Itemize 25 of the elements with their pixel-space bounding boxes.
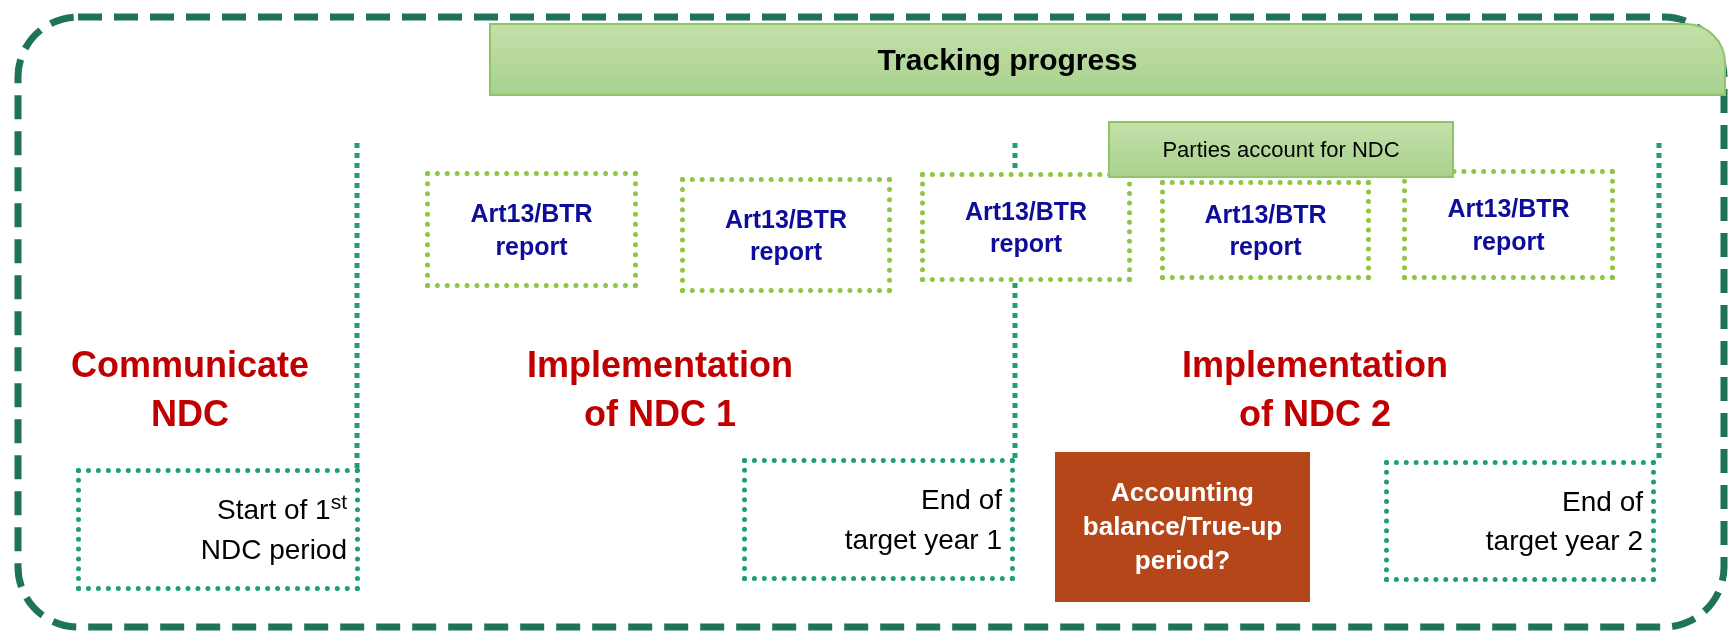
- milestone-label: End of target year 1: [843, 483, 1002, 557]
- milestone-label: End of target year 2: [1484, 484, 1643, 558]
- milestone-label: Start of 1$^{st}$ NDC period: [199, 490, 347, 567]
- phase-title: Implementation of NDC 2: [1181, 343, 1449, 436]
- report-box: [1160, 180, 1371, 280]
- report-box: [1402, 169, 1615, 280]
- report-label: Art13/BTR report: [1203, 198, 1328, 262]
- banner-title: Tracking progress: [877, 42, 1138, 78]
- milestone-box: [1384, 460, 1656, 582]
- report-label: Art13/BTR report: [963, 195, 1089, 259]
- accounting-label: Accounting balance/True-up period?: [1082, 476, 1283, 577]
- report-label: Art13/BTR report: [469, 198, 594, 262]
- report-label: Art13/BTR report: [723, 203, 849, 267]
- report-box: [425, 171, 638, 288]
- banner-label: Parties account for NDC: [1162, 136, 1400, 164]
- accounting-box: [1055, 452, 1310, 602]
- milestone-box: [76, 468, 360, 591]
- tracking-banner: [489, 23, 1726, 96]
- report-box: [680, 177, 892, 293]
- phase-title: Implementation of NDC 1: [526, 343, 794, 436]
- account-banner: [1108, 121, 1454, 178]
- report-box: [920, 172, 1132, 282]
- report-label: Art13/BTR report: [1446, 193, 1571, 257]
- phase-title: Communicate NDC: [69, 343, 310, 436]
- milestone-box: [742, 458, 1015, 581]
